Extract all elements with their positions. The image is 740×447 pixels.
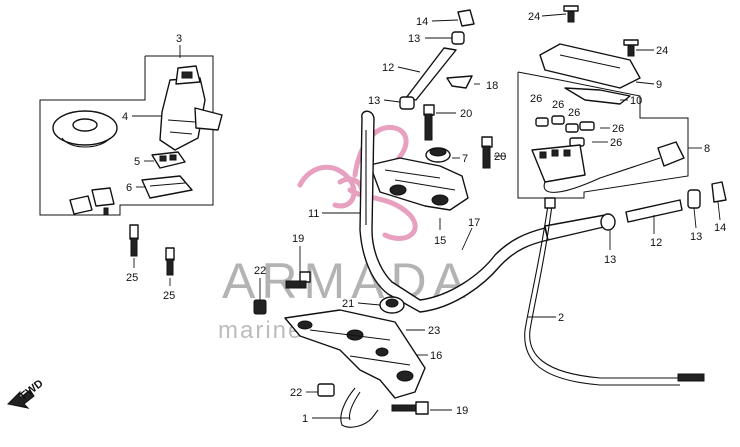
callout-6: 6 xyxy=(126,182,132,194)
callout-21: 21 xyxy=(342,298,354,310)
callout-25a: 25 xyxy=(126,272,138,284)
callout-20a: 20 xyxy=(460,108,472,120)
callout-16: 16 xyxy=(430,350,442,362)
callout-26a: 26 xyxy=(530,93,542,105)
callout-25b: 25 xyxy=(163,290,175,302)
callout-14a: 14 xyxy=(416,16,428,28)
handlebar xyxy=(322,110,609,313)
callout-19a: 19 xyxy=(292,233,304,245)
callout-17: 17 xyxy=(468,217,480,229)
callout-labels: 3 4 5 6 25 25 14 13 12 18 13 20 7 20 11 … xyxy=(122,11,726,425)
switch-housing-assembly xyxy=(517,5,727,250)
callout-13d: 13 xyxy=(690,231,702,243)
callout-15: 15 xyxy=(434,235,446,247)
callout-13b: 13 xyxy=(368,95,380,107)
callout-4: 4 xyxy=(122,111,128,123)
callout-8: 8 xyxy=(704,143,710,155)
callout-24b: 24 xyxy=(656,45,668,57)
forward-direction-indicator: FWD xyxy=(6,377,46,409)
callout-9: 9 xyxy=(656,79,662,91)
callout-5: 5 xyxy=(134,156,140,168)
callout-13c: 13 xyxy=(604,254,616,266)
callout-12a: 12 xyxy=(382,62,394,74)
callout-2: 2 xyxy=(558,312,564,324)
callout-18: 18 xyxy=(486,80,498,92)
callout-20b: 20 xyxy=(494,151,506,163)
callout-13a: 13 xyxy=(408,33,420,45)
callout-11: 11 xyxy=(308,208,319,220)
callout-7: 7 xyxy=(462,153,468,165)
ignition-switch-assembly xyxy=(39,45,223,286)
callout-26c: 26 xyxy=(568,107,580,119)
callout-23: 23 xyxy=(428,325,440,337)
callout-26e: 26 xyxy=(610,137,622,149)
callout-12b: 12 xyxy=(650,237,662,249)
callout-10: 10 xyxy=(630,95,642,107)
callout-22b: 22 xyxy=(290,387,302,399)
callout-26d: 26 xyxy=(612,123,624,135)
lower-holder-assembly xyxy=(253,246,452,428)
callout-19b: 19 xyxy=(456,405,468,417)
callout-22a: 22 xyxy=(254,265,266,277)
handlebar-holder-assembly xyxy=(369,9,506,230)
callout-1: 1 xyxy=(302,413,308,425)
fwd-label: FWD xyxy=(18,377,45,402)
callout-24a: 24 xyxy=(528,11,540,23)
callout-26b: 26 xyxy=(552,99,564,111)
callout-3: 3 xyxy=(176,33,182,45)
callout-14b: 14 xyxy=(714,222,726,234)
